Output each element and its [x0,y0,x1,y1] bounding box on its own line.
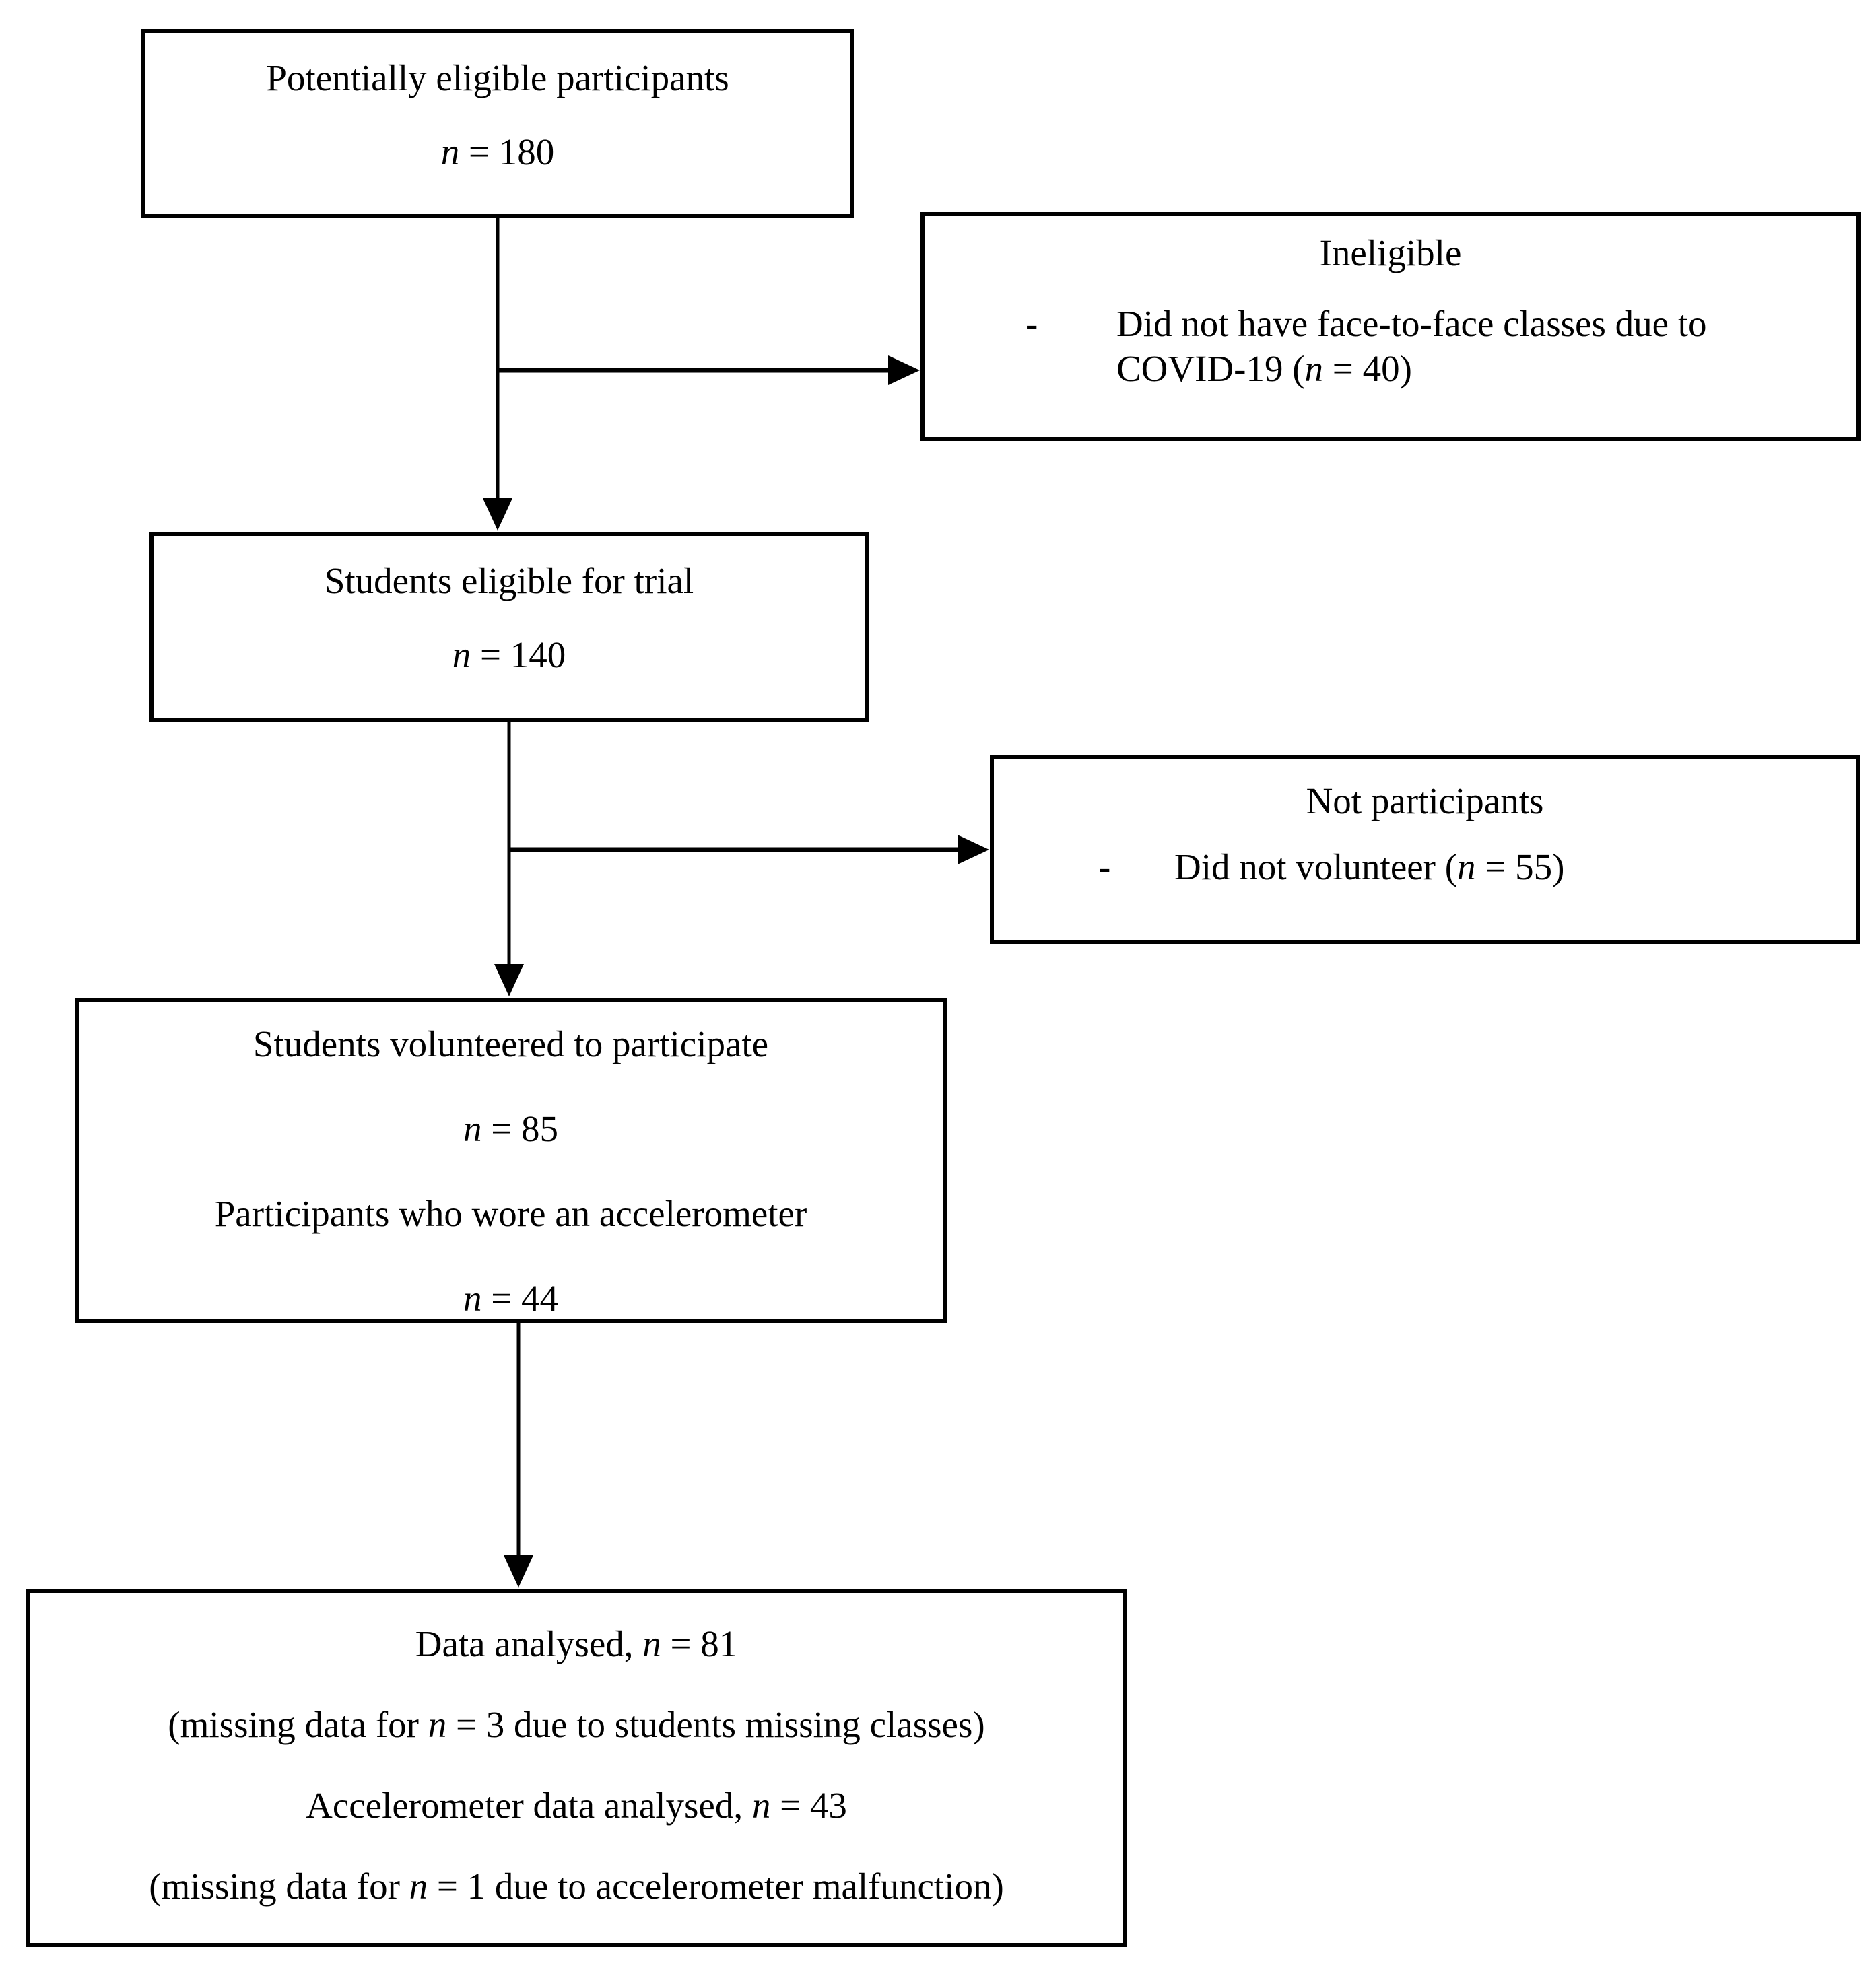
exclusion-reason: - Did not volunteer (n = 55) [994,844,1856,889]
arrowhead-down-icon [494,964,524,996]
reason-line: Did not volunteer (n = 55) [1174,844,1836,889]
line-text: (missing data for [149,1866,409,1907]
n-value: = 85 [481,1108,559,1149]
box-title: Students eligible for trial [324,560,694,601]
box-data-analysed: Data analysed, n = 81 (missing data for … [26,1589,1127,1947]
line-text: Accelerometer data analysed, [306,1785,752,1826]
arrowhead-down-icon [504,1555,533,1588]
line-text: Data analysed, [415,1623,643,1664]
reason-text: COVID-19 ( [1116,348,1305,389]
arrowhead-right-icon [888,355,920,385]
reason-line: Did not have face-to-face classes due to [1116,303,1707,344]
box-volunteered: Students volunteered to participate n = … [75,998,947,1323]
n-value: = 40) [1323,348,1412,389]
n-value: = 55) [1475,846,1565,887]
bullet-dash: - [1098,846,1111,887]
sample-size-line: n = 180 [145,115,850,189]
box-title: Potentially eligible participants [266,57,729,98]
box-not-participants: Not participants - Did not volunteer (n … [990,755,1860,944]
n-value: = 1 due to accelerometer malfunction) [428,1866,1004,1907]
n-symbol: n [428,1704,447,1745]
exclusion-reason: - Did not have face-to-face classes due … [925,301,1856,391]
line-text: (missing data for [168,1704,428,1745]
box-eligible-for-trial: Students eligible for trial n = 140 [149,532,869,722]
n-value: = 180 [459,131,555,172]
missing-data-line: (missing data for n = 1 due to accelerom… [30,1846,1123,1927]
box-potentially-eligible: Potentially eligible participants n = 18… [141,29,854,218]
sample-size-line: n = 85 [79,1087,943,1171]
n-symbol: n [1304,348,1324,389]
sample-size-line: n = 44 [79,1256,943,1341]
n-value: = 44 [481,1278,559,1319]
n-symbol: n [642,1623,661,1664]
n-symbol: n [440,131,460,172]
bullet-dash: - [1026,303,1038,344]
sample-size-line: n = 140 [154,618,865,692]
n-symbol: n [463,1108,482,1149]
n-symbol: n [452,634,471,675]
box-ineligible: Ineligible - Did not have face-to-face c… [920,212,1861,441]
n-value: = 43 [770,1785,847,1826]
n-symbol: n [463,1278,482,1319]
box-title: Students volunteered to participate [253,1023,769,1064]
arrowhead-down-icon [483,498,512,531]
n-value: = 81 [661,1623,738,1664]
arrowhead-right-icon [958,835,989,864]
reason-line: COVID-19 (n = 40) [1116,346,1833,391]
box-title: Ineligible [1319,232,1462,273]
reason-text: Did not volunteer ( [1174,846,1458,887]
n-value: = 3 due to students missing classes) [446,1704,985,1745]
n-symbol: n [1457,846,1476,887]
analysed-line: Accelerometer data analysed, n = 43 [30,1765,1123,1846]
n-symbol: n [751,1785,771,1826]
n-symbol: n [409,1866,428,1907]
analysed-line: Data analysed, n = 81 [30,1604,1123,1684]
box-title: Not participants [1306,780,1544,821]
missing-data-line: (missing data for n = 3 due to students … [30,1684,1123,1765]
n-value: = 140 [471,634,566,675]
box-subtitle: Participants who wore an accelerometer [214,1193,807,1234]
